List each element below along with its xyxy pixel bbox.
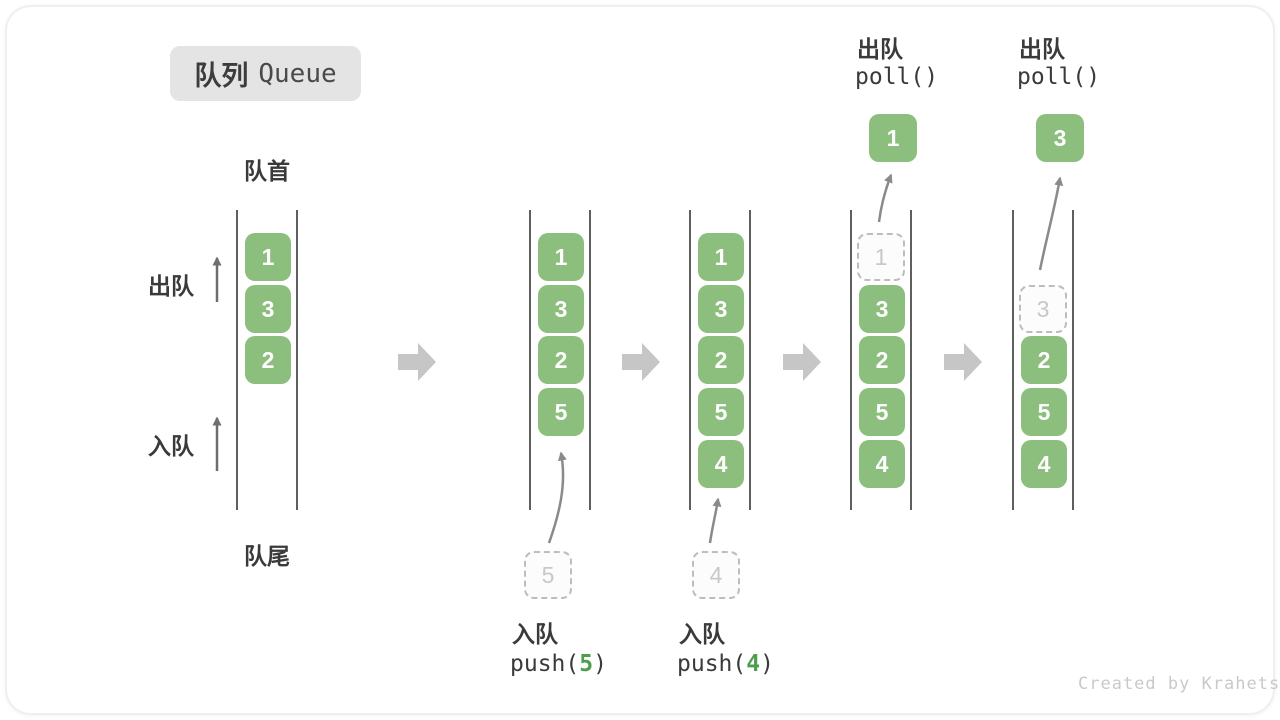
poll-3-code: poll() [1017, 64, 1101, 90]
queue-element: 5 [859, 388, 905, 436]
queue-element: 2 [698, 336, 744, 384]
queue-rear-label: 队尾 [244, 543, 290, 569]
push-5-code: push(5) [510, 651, 607, 677]
queue-channel-state-3 [689, 210, 751, 510]
popped-element-3: 3 [1036, 114, 1084, 162]
removed-slot-3: 3 [1019, 285, 1067, 333]
queue-element: 1 [245, 233, 291, 281]
push-4-op-label: 入队 [679, 621, 725, 647]
push-5-op-label: 入队 [512, 621, 558, 647]
queue-element: 3 [538, 285, 584, 333]
poll-1-op-label: 出队 [857, 36, 903, 62]
incoming-element-4: 4 [692, 551, 740, 599]
queue-element: 5 [698, 388, 744, 436]
push-4-code: push(4) [677, 651, 774, 677]
queue-element: 3 [698, 285, 744, 333]
queue-element: 1 [698, 233, 744, 281]
poll-1-code: poll() [855, 64, 939, 90]
queue-element: 3 [859, 285, 905, 333]
queue-element: 4 [698, 440, 744, 488]
queue-element: 2 [538, 336, 584, 384]
queue-channel-state-2 [529, 210, 591, 510]
poll-3-op-label: 出队 [1019, 36, 1065, 62]
state-transition-arrow-1 [398, 343, 436, 381]
state-transition-arrow-3 [783, 343, 821, 381]
queue-element: 5 [538, 388, 584, 436]
popped-element-1: 1 [869, 114, 917, 162]
watermark: Created by Krahets [1078, 674, 1280, 694]
queue-channel-state-5 [1012, 210, 1074, 510]
queue-element: 3 [245, 285, 291, 333]
push-5-arg: 5 [579, 651, 594, 677]
enqueue-side-label: 入队 [148, 433, 194, 459]
queue-element: 1 [538, 233, 584, 281]
dequeue-side-label: 出队 [148, 273, 194, 299]
incoming-element-5: 5 [524, 551, 572, 599]
queue-element: 5 [1021, 388, 1067, 436]
queue-element: 4 [859, 440, 905, 488]
title-badge: 队列 Queue [170, 46, 361, 101]
queue-front-label: 队首 [244, 158, 290, 184]
queue-channel-state-4 [850, 210, 912, 510]
title-english: Queue [258, 58, 337, 89]
state-transition-arrow-4 [944, 343, 982, 381]
title-chinese: 队列 [194, 61, 249, 91]
queue-element: 2 [245, 336, 291, 384]
queue-element: 2 [859, 336, 905, 384]
push-4-arg: 4 [746, 651, 761, 677]
removed-slot-1: 1 [857, 233, 905, 281]
queue-element: 4 [1021, 440, 1067, 488]
state-transition-arrow-2 [622, 343, 660, 381]
queue-element: 2 [1021, 336, 1067, 384]
queue-channel-state-1 [236, 210, 298, 510]
